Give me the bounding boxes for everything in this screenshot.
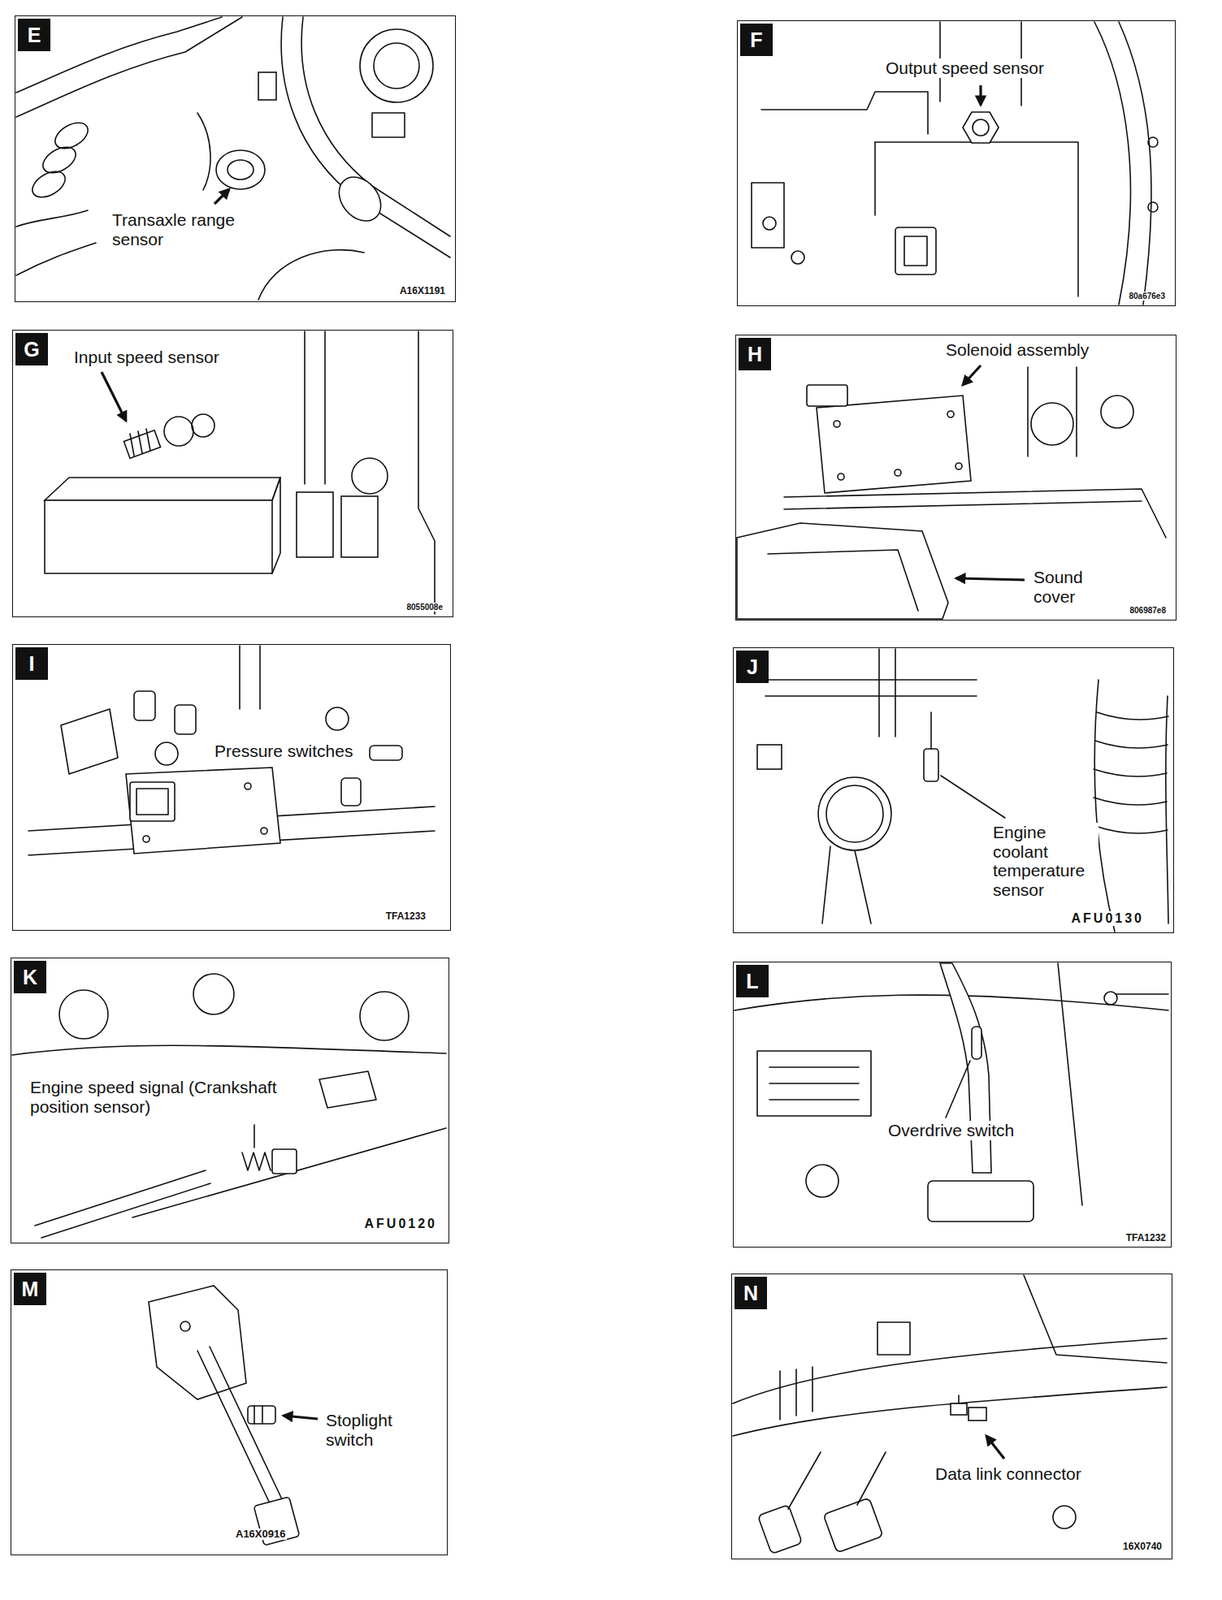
figure-letter: K xyxy=(22,967,38,988)
figure-panel: Transaxle range sensorA16X1191 E xyxy=(14,15,456,303)
output-sensor-illustration xyxy=(751,21,1158,305)
part-label: Input speed sensor xyxy=(72,347,221,368)
figure-letter: L xyxy=(745,971,759,993)
brake-pedal-illustration xyxy=(148,1286,318,1547)
part-label: Data link connector xyxy=(933,1464,1084,1485)
coolant-sensor-illustration xyxy=(757,649,1169,932)
figure-panel: Overdrive switchTFA1232 L xyxy=(732,962,1172,1248)
part-label: Solenoid assembly xyxy=(944,340,1091,360)
figure-code: 16X0740 xyxy=(1121,1542,1164,1553)
part-label: Engine speed signal (Crankshaft position… xyxy=(28,1078,280,1117)
figure-code: AFU0120 xyxy=(363,1217,439,1232)
figure-code: 806987e8 xyxy=(1128,606,1169,616)
figure-letter-box: N xyxy=(734,1277,767,1310)
figure-panel: Stoplight switchA16X0916 M xyxy=(10,1269,448,1556)
figure-code: 80a676e3 xyxy=(1127,291,1168,301)
figure-letter: G xyxy=(23,339,39,360)
figure-panel: Pressure switchesTFA1233 I xyxy=(12,644,451,932)
part-label: Overdrive switch xyxy=(886,1121,1016,1141)
figure-panel: Input speed sensor 8055008e G xyxy=(12,329,454,618)
part-label: Output speed sensor xyxy=(884,58,1046,78)
figure-letter-box: H xyxy=(738,338,772,371)
part-label: Pressure switches xyxy=(212,741,355,762)
figure-panel: Data link connector 16X0740 N xyxy=(731,1274,1173,1560)
part-label: Engine coolant temperature sensor xyxy=(991,823,1099,900)
figure-panel: Engine speed signal (Crankshaft position… xyxy=(10,957,450,1244)
figure-letter: H xyxy=(747,344,763,365)
input-sensor-illustration xyxy=(44,331,435,615)
figure-code: TFA1233 xyxy=(384,911,428,923)
part-label: Sound cover xyxy=(1031,567,1101,607)
figure-letter: E xyxy=(27,25,42,46)
figure-letter-box: M xyxy=(13,1273,47,1306)
transaxle-illustration xyxy=(16,17,451,300)
figure-code: AFU0130 xyxy=(1070,911,1146,927)
figure-letter: I xyxy=(29,654,35,675)
figure-code: A16X1191 xyxy=(398,286,447,297)
figure-letter: F xyxy=(749,30,763,51)
shift-lever-illustration xyxy=(734,963,1169,1222)
figure-letter-box: J xyxy=(736,650,769,684)
figure-letter: M xyxy=(21,1279,39,1300)
figure-code: 8055008e xyxy=(405,602,446,612)
figure-letter-box: E xyxy=(17,18,51,52)
figure-panel: Output speed sensor 80a676e3 F xyxy=(736,20,1176,307)
figure-code: TFA1232 xyxy=(1124,1233,1168,1244)
figure-panel: Solenoid assemblySound cover 806987e8 H xyxy=(735,334,1177,621)
part-label: Stoplight switch xyxy=(324,1411,409,1450)
figure-letter-box: L xyxy=(736,965,769,998)
figure-panel: Engine coolant temperature sensorAFU0130… xyxy=(732,647,1175,934)
figure-letter-box: K xyxy=(13,961,47,994)
figure-letter: J xyxy=(746,657,759,678)
part-label: Transaxle range sensor xyxy=(110,210,277,249)
solenoid-illustration xyxy=(736,365,1166,620)
figure-letter: N xyxy=(743,1283,759,1305)
figure-letter-box: G xyxy=(15,333,48,366)
pressure-switch-illustration xyxy=(28,645,435,856)
figure-letter-box: F xyxy=(740,23,773,57)
figure-letter-box: I xyxy=(15,647,48,681)
crankshaft-sensor-illustration xyxy=(12,974,447,1239)
figure-code: A16X0916 xyxy=(234,1529,287,1541)
dashboard-illustration xyxy=(732,1275,1167,1555)
